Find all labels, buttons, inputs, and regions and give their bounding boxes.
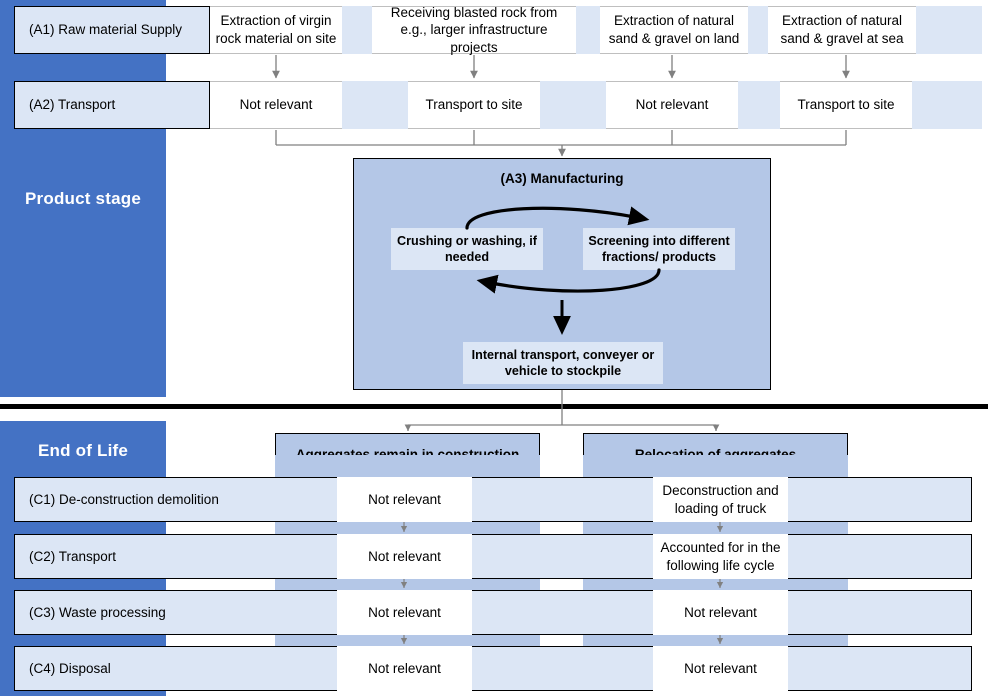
row-label-c1-top-text: (C1) De-construction demolition <box>29 491 219 507</box>
a1-option-3[interactable]: Extraction of natural sand & gravel at s… <box>768 6 916 54</box>
product-stage-text: Product stage <box>25 188 141 208</box>
end-of-life-text: End of Life <box>37 441 129 460</box>
row-label-c4-top: (C4) Disposal <box>14 646 972 691</box>
a1-option-1[interactable]: Receiving blasted rock from e.g., larger… <box>372 5 576 55</box>
a1-option-2[interactable]: Extraction of natural sand & gravel on l… <box>600 6 748 54</box>
row-label-a1-text: (A1) Raw material Supply <box>29 22 183 38</box>
row-label-a2: (A2) Transport <box>14 81 210 129</box>
c4-value-0-top[interactable]: Not relevant <box>337 646 472 691</box>
row-label-c3-top: (C3) Waste processing <box>14 590 972 635</box>
a3-screening-box[interactable]: Screening into different fractions/ prod… <box>583 228 735 270</box>
row-label-c4-top-text: (C4) Disposal <box>29 660 111 676</box>
row-label-c1-top: (C1) De-construction demolition <box>14 477 972 522</box>
a1-option-0[interactable]: Extraction of virgin rock material on si… <box>210 6 342 54</box>
c4-value-1-top[interactable]: Not relevant <box>653 646 788 691</box>
a3-crushing-washing-box[interactable]: Crushing or washing, if needed <box>391 228 543 270</box>
a2-option-1[interactable]: Transport to site <box>408 81 540 129</box>
a1-to-a2-arrows <box>272 55 850 79</box>
row-label-a1: (A1) Raw material Supply <box>14 6 210 54</box>
c3-value-1-top[interactable]: Not relevant <box>653 590 788 635</box>
c2-value-0-top[interactable]: Not relevant <box>337 534 472 579</box>
c3-value-0-top[interactable]: Not relevant <box>337 590 472 635</box>
c1-value-1-top[interactable]: Deconstruction and loading of truck <box>653 477 788 522</box>
stage-label-product-stage: Product stage <box>0 0 166 397</box>
row-label-a2-text: (A2) Transport <box>29 97 116 113</box>
a3-title: (A3) Manufacturing <box>500 171 624 186</box>
row-label-c2-top-text: (C2) Transport <box>29 548 117 564</box>
c2-value-1-top[interactable]: Accounted for in the following life cycl… <box>653 534 788 579</box>
c1-value-0-top[interactable]: Not relevant <box>337 477 472 522</box>
row-label-c2-top: (C2) Transport <box>14 534 972 579</box>
a2-option-0[interactable]: Not relevant <box>210 81 342 129</box>
a2-option-3[interactable]: Transport to site <box>780 81 912 129</box>
a2-option-2[interactable]: Not relevant <box>606 81 738 129</box>
a3-to-eol-bracket <box>404 390 720 431</box>
a3-internal-transport-box[interactable]: Internal transport, conveyer or vehicle … <box>463 342 663 384</box>
a2-to-a3-bracket <box>275 130 847 157</box>
row-label-c3-top-text: (C3) Waste processing <box>29 604 166 620</box>
stage-divider <box>0 404 988 409</box>
